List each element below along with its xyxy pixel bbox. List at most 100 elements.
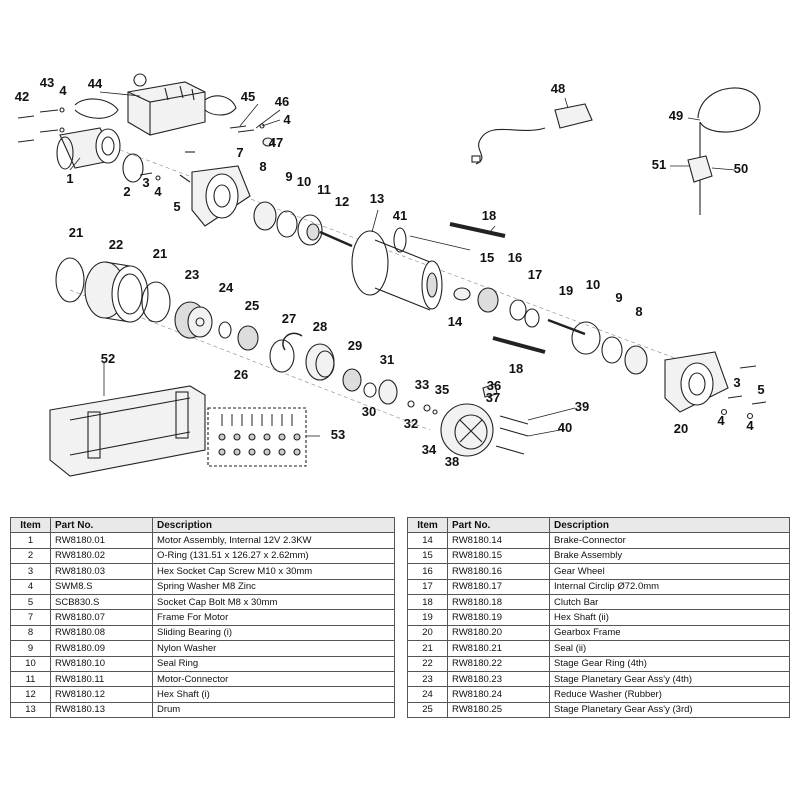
header-description: Description xyxy=(152,516,395,534)
cell-part-no: RW8180.03 xyxy=(50,563,153,580)
cell-part-no: RW8180.08 xyxy=(50,624,153,642)
bolts-42-43 xyxy=(17,107,65,143)
callout-46: 46 xyxy=(275,94,289,109)
motor-assembly xyxy=(56,127,121,170)
cell-part-no: RW8180.17 xyxy=(447,578,550,595)
cell-part-no: RW8180.22 xyxy=(447,655,550,672)
cell-description: Brake Assembly xyxy=(549,547,790,565)
callout-4: 4 xyxy=(59,83,67,98)
diagram-drawing xyxy=(17,73,767,477)
callout-5: 5 xyxy=(173,199,180,214)
cell-description: Seal (ii) xyxy=(549,640,790,657)
cell-item: 25 xyxy=(407,701,448,719)
cell-item: 4 xyxy=(10,578,51,595)
table-header-row: Item Part No. Description xyxy=(407,516,790,534)
callout-26: 26 xyxy=(234,367,248,382)
table-header-row: Item Part No. Description xyxy=(10,516,395,534)
callout-41: 41 xyxy=(393,208,407,223)
callout-9: 9 xyxy=(285,169,292,184)
cell-part-no: RW8180.12 xyxy=(50,686,153,703)
cell-description: O-Ring (131.51 x 126.27 x 2.62mm) xyxy=(152,547,395,565)
callout-5: 5 xyxy=(757,382,764,397)
callout-28: 28 xyxy=(313,319,327,334)
cell-part-no: RW8180.11 xyxy=(50,670,153,688)
cell-description: Hex Shaft (ii) xyxy=(549,609,790,626)
cell-description: Socket Cap Bolt M8 x 30mm xyxy=(152,593,395,611)
callout-23: 23 xyxy=(185,267,199,282)
callout-4: 4 xyxy=(283,112,291,127)
cell-part-no: RW8180.23 xyxy=(447,670,550,688)
cell-item: 21 xyxy=(407,640,448,657)
callout-31: 31 xyxy=(380,352,394,367)
header-part-no: Part No. xyxy=(50,516,153,534)
callout-11: 11 xyxy=(317,182,331,197)
cell-part-no: RW8180.01 xyxy=(50,532,153,549)
cell-part-no: RW8180.13 xyxy=(50,701,153,719)
callout-4: 4 xyxy=(717,413,725,428)
callout-36: 36 xyxy=(487,378,501,393)
cell-description: Internal Circlip Ø72.0mm xyxy=(549,578,790,595)
cell-part-no: RW8180.02 xyxy=(50,547,153,565)
callout-18: 18 xyxy=(509,361,523,376)
callout-19: 19 xyxy=(559,283,573,298)
cell-part-no: RW8180.18 xyxy=(447,593,550,611)
callout-8: 8 xyxy=(635,304,642,319)
callout-27: 27 xyxy=(282,311,296,326)
callout-52: 52 xyxy=(101,351,115,366)
header-item: Item xyxy=(10,516,51,534)
cell-part-no: RW8180.07 xyxy=(50,609,153,626)
cell-item: 22 xyxy=(407,655,448,672)
callout-18: 18 xyxy=(482,208,496,223)
cell-item: 7 xyxy=(10,609,51,626)
cell-description: Brake-Connector xyxy=(549,532,790,549)
callout-4: 4 xyxy=(746,418,754,433)
callout-24: 24 xyxy=(219,280,234,295)
callout-42: 42 xyxy=(15,89,29,104)
callout-37: 37 xyxy=(486,390,500,405)
cell-item: 8 xyxy=(10,624,51,642)
cell-description: Gear Wheel xyxy=(549,563,790,580)
callout-2: 2 xyxy=(123,184,130,199)
callout-34: 34 xyxy=(422,442,437,457)
callout-44: 44 xyxy=(88,76,103,91)
cell-description: Frame For Motor xyxy=(152,609,395,626)
cell-item: 19 xyxy=(407,609,448,626)
callout-32: 32 xyxy=(404,416,418,431)
motor-frame xyxy=(191,165,251,227)
callout-8: 8 xyxy=(259,159,266,174)
cell-description: Stage Planetary Gear Ass'y (3rd) xyxy=(549,701,790,719)
callout-4: 4 xyxy=(154,184,162,199)
cell-description: Stage Planetary Gear Ass'y (4th) xyxy=(549,670,790,688)
cell-part-no: RW8180.10 xyxy=(50,655,153,672)
callout-50: 50 xyxy=(734,161,748,176)
cell-item: 10 xyxy=(10,655,51,672)
cell-item: 3 xyxy=(10,563,51,580)
cell-part-no: RW8180.20 xyxy=(447,624,550,642)
callout-3: 3 xyxy=(733,375,740,390)
cell-item: 5 xyxy=(10,593,51,611)
cell-item: 16 xyxy=(407,563,448,580)
callout-53: 53 xyxy=(331,427,345,442)
cell-item: 11 xyxy=(10,670,51,688)
header-description: Description xyxy=(549,516,790,534)
header-part-no: Part No. xyxy=(447,516,550,534)
callout-43: 43 xyxy=(40,75,54,90)
cell-item: 1 xyxy=(10,532,51,549)
callout-47: 47 xyxy=(269,135,283,150)
exploded-parts-diagram: 1234442434445464474849515057891011121341… xyxy=(15,73,767,477)
cell-description: Sliding Bearing (i) xyxy=(152,624,395,642)
